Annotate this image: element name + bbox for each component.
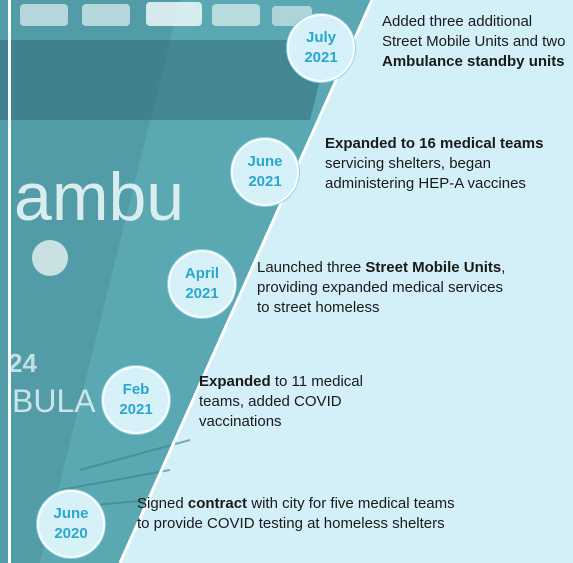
milestone-description-june-2021: Expanded to 16 medical teams servicing s… <box>325 134 550 194</box>
badge-month: April <box>184 265 220 282</box>
light-bar <box>20 2 312 26</box>
desc-bold-text: Ambulance standby units <box>382 53 565 70</box>
desc-bold-text: Expanded <box>199 373 271 390</box>
desc-bold-text: contract <box>187 495 248 512</box>
date-badge-june-2020: June 2020 <box>37 490 105 558</box>
diagonal-divider <box>118 0 374 563</box>
badge-month: June <box>247 153 283 170</box>
badge-year: 2021 <box>248 173 282 190</box>
desc-text: Signed <box>137 495 188 512</box>
vehicle-number: 24 <box>8 348 37 378</box>
desc-text: with city for five medical teams to prov… <box>137 495 455 532</box>
desc-bold-text: Expanded to 16 medical teams <box>325 135 544 152</box>
headlight <box>32 240 68 276</box>
desc-text: , providing expanded medical services to… <box>257 259 506 316</box>
date-badge-july-2021: July 2021 <box>287 14 355 82</box>
vehicle-lettering-bula: BULA <box>12 383 96 419</box>
date-badge-june-2021: June 2021 <box>231 138 299 206</box>
badge-year: 2021 <box>304 49 338 66</box>
date-badge-feb-2021: Feb 2021 <box>102 366 170 434</box>
milestone-description-april-2021: Launched three Street Mobile Units, prov… <box>257 258 507 318</box>
windshield <box>0 40 330 120</box>
vehicle-lettering-ambu: ambu <box>14 159 184 235</box>
badge-month: Feb <box>122 381 150 398</box>
left-edge-line <box>8 0 11 563</box>
badge-year: 2021 <box>185 285 219 302</box>
date-badge-april-2021: April 2021 <box>168 250 236 318</box>
desc-text: to 11 medical teams, added COVID vaccina… <box>199 373 363 430</box>
milestone-description-july-2021: Added three additional Street Mobile Uni… <box>382 12 567 72</box>
desc-bold-text: Street Mobile Units <box>365 259 502 276</box>
milestone-description-june-2020: Signed contract with city for five medic… <box>137 494 457 534</box>
desc-text: Added three additional Street Mobile Uni… <box>382 13 566 50</box>
badge-year: 2021 <box>119 401 153 418</box>
milestone-description-feb-2021: Expanded to 11 medical teams, added COVI… <box>199 372 399 432</box>
desc-text: servicing shelters, began administering … <box>325 155 526 192</box>
badge-month: June <box>53 505 89 522</box>
badge-month: July <box>305 29 336 46</box>
desc-text: Launched three <box>257 259 366 276</box>
badge-year: 2020 <box>54 525 88 542</box>
ambulance-shade <box>0 0 180 563</box>
